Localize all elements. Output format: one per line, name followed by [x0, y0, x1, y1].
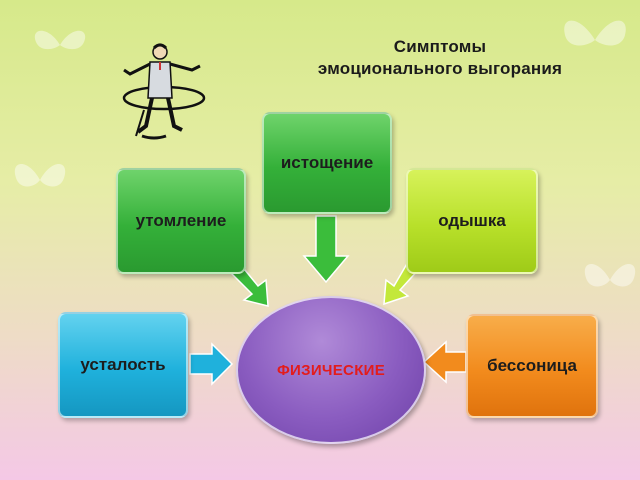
butterfly-decoration-icon — [564, 20, 626, 46]
arrow-exhaustion — [302, 215, 350, 284]
box-tiredness: усталость — [58, 312, 188, 418]
butterfly-decoration-icon — [584, 264, 636, 287]
box-dyspnea: одышка — [406, 168, 538, 274]
title-line-1: Симптомы — [393, 37, 487, 56]
butterfly-decoration-icon — [14, 164, 66, 187]
arrow-tiredness — [189, 342, 234, 386]
box-insomnia: бессоница — [466, 314, 598, 418]
center-ellipse: ФИЗИЧЕСКИЕ — [236, 296, 426, 444]
box-fatigue: утомление — [116, 168, 246, 274]
title-line-2: эмоционального выгорания — [317, 59, 563, 78]
box-dyspnea-label: одышка — [438, 211, 506, 230]
box-tiredness-label: усталость — [80, 355, 166, 374]
center-label: ФИЗИЧЕСКИЕ — [276, 361, 386, 379]
hula-hoop-man-clipart — [122, 43, 206, 140]
box-fatigue-label: утомление — [135, 211, 227, 230]
butterfly-decoration-icon — [34, 30, 86, 50]
box-exhaustion-label: истощение — [280, 153, 374, 172]
slide-title: Симптомы эмоционального выгорания — [280, 36, 600, 80]
box-exhaustion: истощение — [262, 112, 392, 214]
box-insomnia-label: бессоница — [487, 356, 577, 375]
arrow-insomnia — [422, 340, 467, 384]
